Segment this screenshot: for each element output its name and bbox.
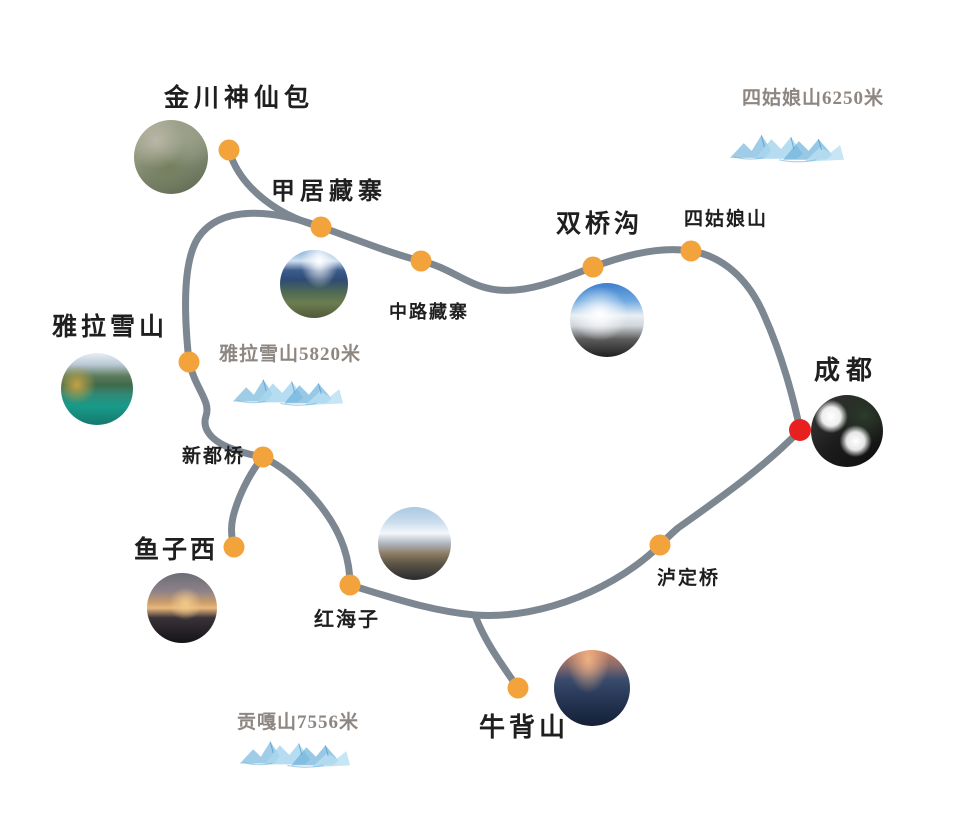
photo-shuangqiao-snow-mountain: [570, 283, 644, 357]
waypoint-dot-zhonglu: [410, 250, 432, 272]
route-segment-chengdu-luding: [656, 426, 804, 549]
route-segment-xinduqiao-honghaizi: [259, 453, 354, 589]
waypoint-dot-chengdu-start: [789, 419, 811, 441]
stop-label-siguniang: 四姑娘山: [684, 209, 769, 230]
waypoint-dot-yala: [178, 351, 200, 373]
stop-label-honghaizi: 红海子: [314, 609, 380, 631]
waypoint-dot-jinchuan: [218, 139, 240, 161]
route-segment-north: [317, 223, 804, 434]
watercolor-mountains-yala: [232, 378, 344, 406]
watercolor-mountains-siguniang: [729, 134, 845, 163]
stop-label-jiaju: 甲居藏寨: [271, 178, 387, 205]
stop-label-chengdu: 成都: [814, 355, 879, 385]
elevation-label-siguniang: 四姑娘山6250米: [742, 88, 885, 109]
photo-jiaju-tibetan-village: [280, 250, 348, 318]
photo-jinchuan-aerial-village: [134, 120, 208, 194]
photo-yala-alpine-lake: [61, 353, 133, 425]
waypoint-dot-luding: [649, 534, 671, 556]
route-segment-jiaju-yala: [182, 209, 325, 366]
waypoint-dot-jiaju: [310, 216, 332, 238]
waypoint-dot-xinduqiao: [252, 446, 274, 468]
elevation-label-yala: 雅拉雪山5820米: [219, 344, 362, 365]
stop-label-niubeishan: 牛背山: [479, 712, 570, 742]
waypoint-dot-niubeishan: [507, 677, 529, 699]
stop-label-yuzixi: 鱼子西: [134, 536, 219, 564]
stop-label-luding: 泸定桥: [657, 568, 721, 589]
waypoint-dot-siguniang: [680, 240, 702, 262]
route-segment-yala-xinduqiao: [185, 358, 267, 461]
photo-yuzixi-sunset-peak: [147, 573, 217, 643]
elevation-label-gongga: 贡嘎山7556米: [237, 712, 360, 733]
stop-label-xinduqiao: 新都桥: [182, 446, 246, 467]
waypoint-dot-yuzixi: [223, 536, 245, 558]
stop-label-shuangqiao: 双桥沟: [556, 210, 644, 238]
waypoint-dot-honghaizi: [339, 574, 361, 596]
route-spur-yuzixi: [227, 453, 267, 551]
photo-honghaizi-meadow-mountain: [378, 507, 451, 580]
stop-label-zhonglu: 中路藏寨: [389, 302, 469, 322]
route-spur-niubeishan: [471, 611, 522, 692]
stop-label-yala: 雅拉雪山: [52, 313, 169, 341]
photo-niubeishan-cloud-sea: [554, 650, 630, 726]
watercolor-mountains-gongga: [239, 741, 351, 768]
waypoint-dot-shuangqiao: [582, 256, 604, 278]
photo-chengdu-pandas: [811, 395, 883, 467]
stop-label-jinchuan: 金川神仙包: [164, 84, 315, 112]
route-segment-luding-honghaizi: [346, 541, 664, 619]
route-spur-jinchuan: [225, 146, 325, 231]
